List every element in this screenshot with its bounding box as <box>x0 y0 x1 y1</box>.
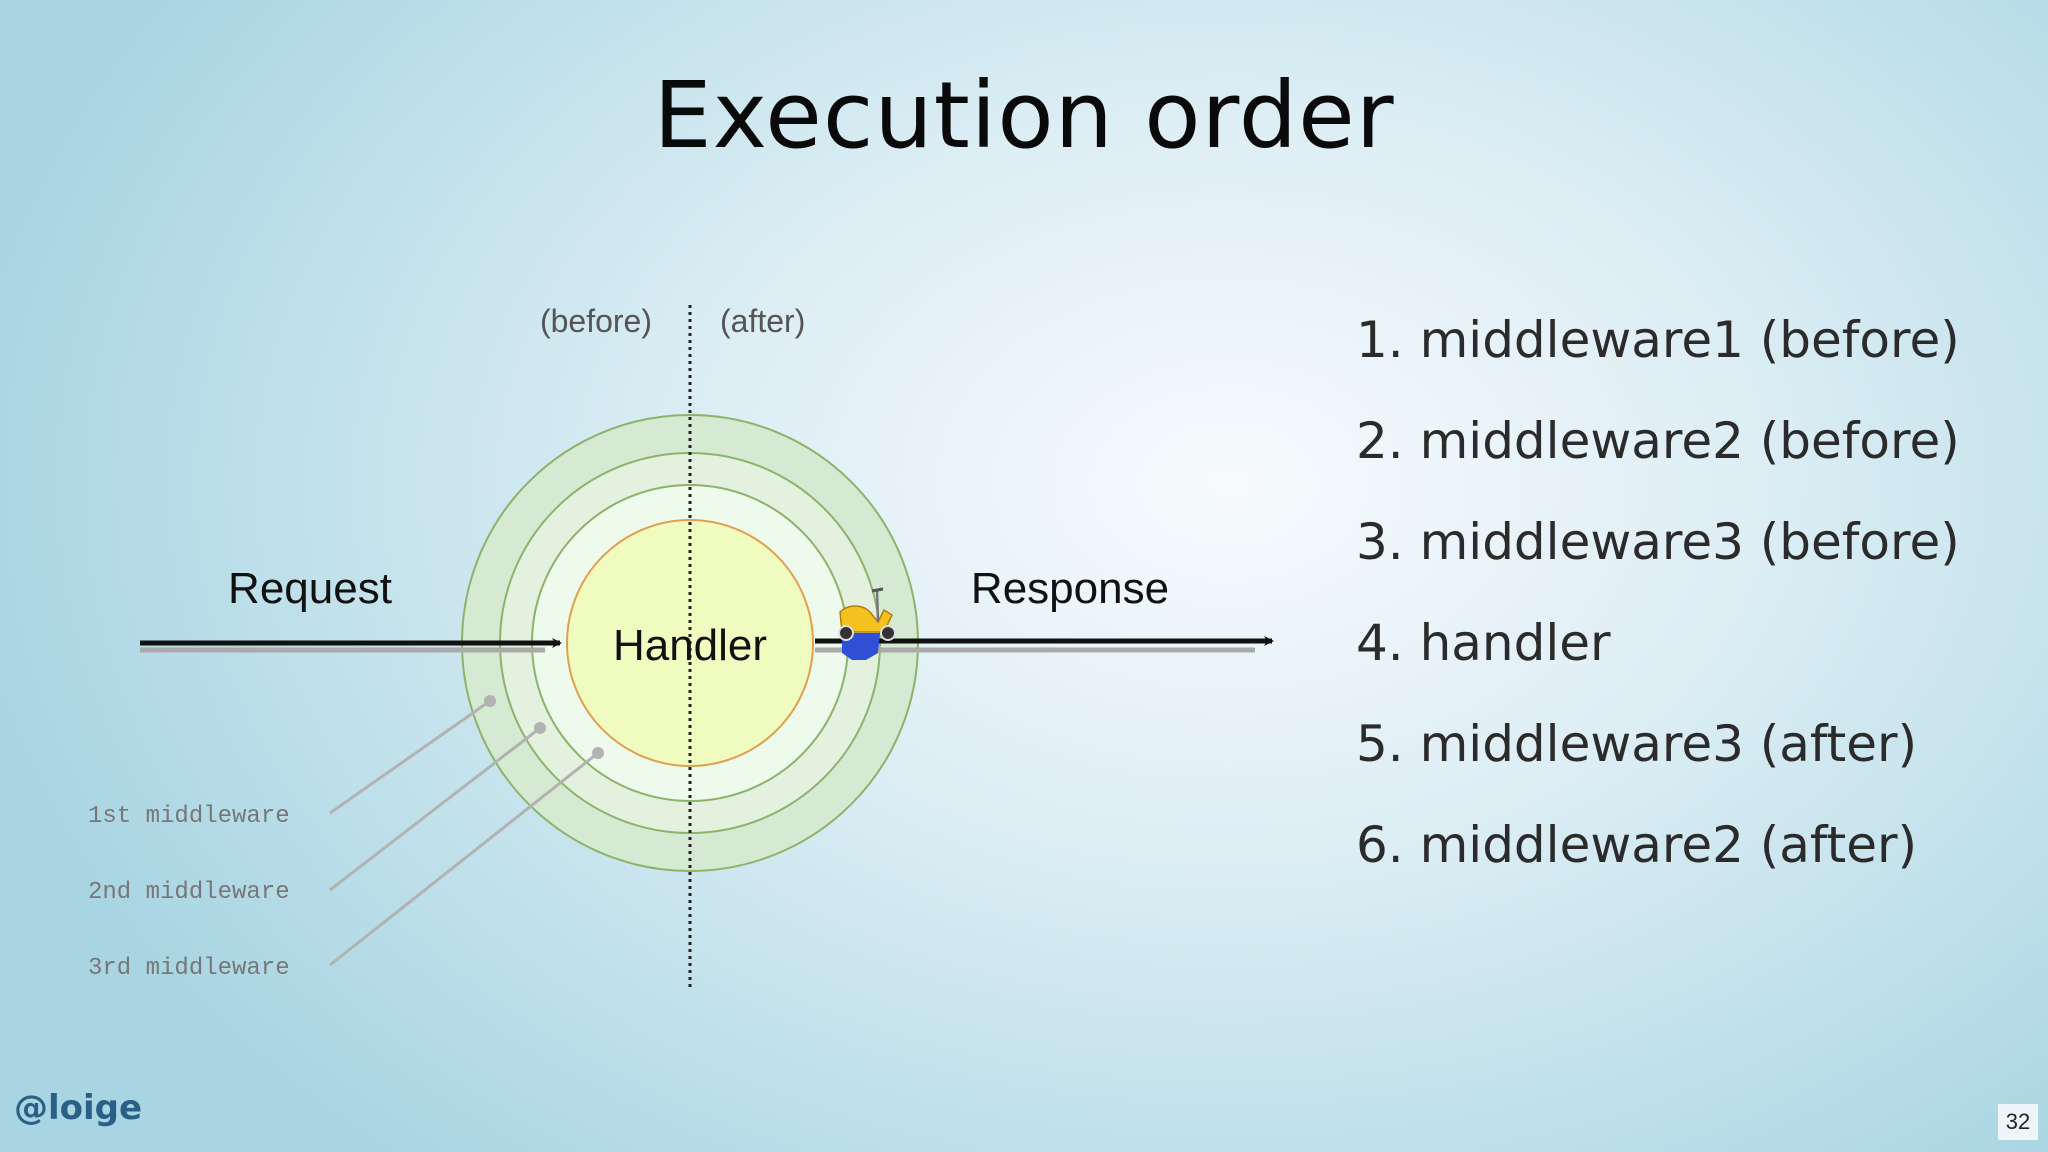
before-label: (before) <box>540 303 652 339</box>
execution-order-list: 1. middleware1 (before) 2. middleware2 (… <box>1356 300 1960 906</box>
pointer-line-2nd <box>329 726 541 892</box>
list-item: 2. middleware2 (before) <box>1356 412 1960 470</box>
request-label: Request <box>228 564 392 613</box>
list-item: 5. middleware3 (after) <box>1356 715 1918 773</box>
list-item: 3. middleware3 (before) <box>1356 513 1960 571</box>
pointer-line-3rd <box>329 751 599 967</box>
author-handle[interactable]: @loige <box>14 1088 143 1128</box>
slide-title: Execution order <box>653 62 1395 169</box>
pointer-dot-3rd <box>592 747 604 759</box>
middleware-label-2nd: 2nd middleware <box>88 879 290 906</box>
pointer-dot-1st <box>484 695 496 707</box>
list-item: 6. middleware2 (after) <box>1356 816 1918 874</box>
scooter-icon <box>838 587 896 660</box>
page-number: 32 <box>1998 1104 2038 1140</box>
pointer-line-1st <box>329 699 491 815</box>
handler-label: Handler <box>613 621 767 670</box>
pointer-dot-2nd <box>534 722 546 734</box>
response-label: Response <box>971 564 1169 613</box>
middleware-label-1st: 1st middleware <box>88 803 290 830</box>
list-item: 1. middleware1 (before) <box>1356 311 1960 369</box>
middleware-label-3rd: 3rd middleware <box>88 955 290 982</box>
after-label: (after) <box>720 303 805 339</box>
list-item: 4. handler <box>1356 614 1611 672</box>
